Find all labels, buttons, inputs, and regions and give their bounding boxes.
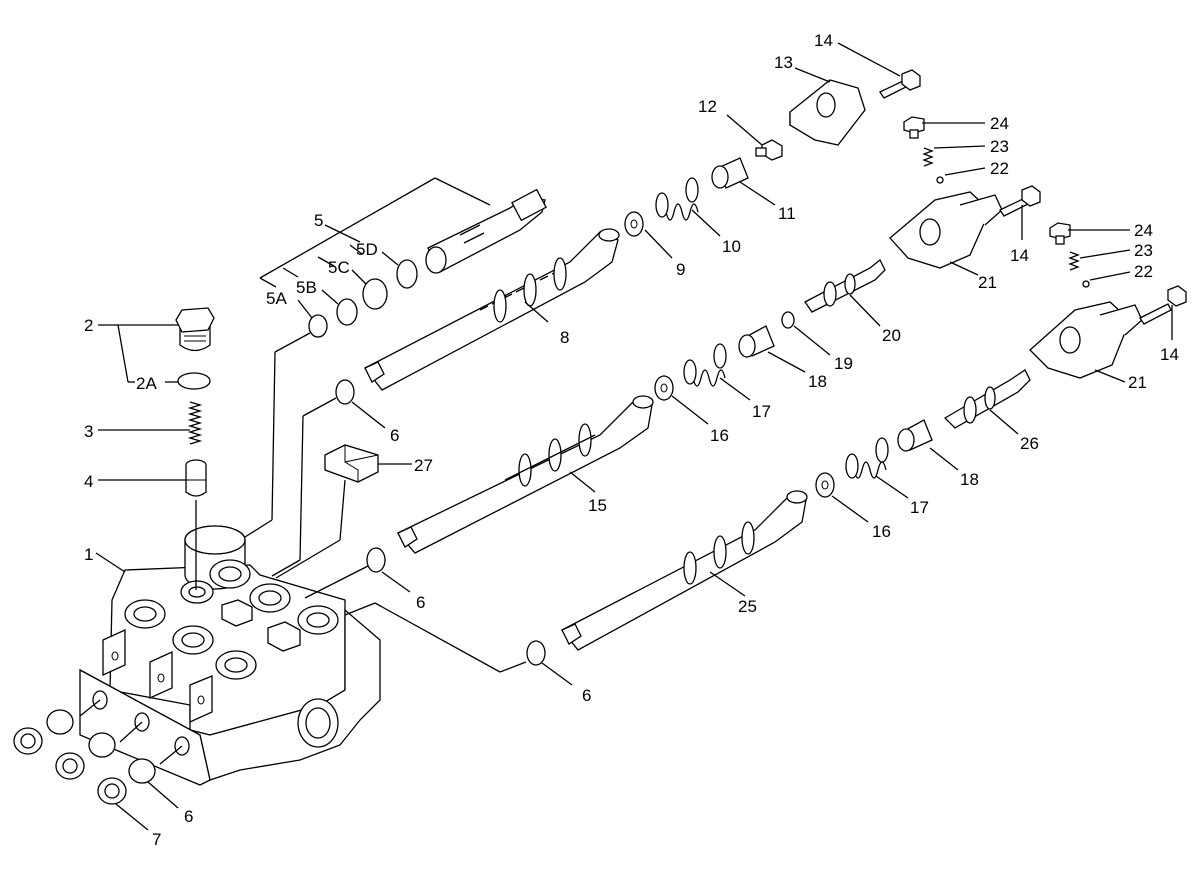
label-19: 19 [834, 354, 853, 373]
label-21: 21 [978, 273, 997, 292]
label-10: 10 [722, 237, 741, 256]
plug-part-2 [175, 307, 215, 352]
washer-part-16 [815, 472, 835, 498]
plunger-part-20 [804, 258, 886, 313]
label-23: 23 [1134, 241, 1153, 260]
label-22: 22 [1134, 262, 1153, 281]
label-5d: 5D [356, 240, 378, 259]
ring-5d [396, 259, 418, 289]
poppet-part-4 [185, 459, 207, 497]
label-24: 24 [1134, 221, 1153, 240]
label-18: 18 [808, 372, 827, 391]
relief-cartridge-part-5 [425, 188, 547, 274]
label-8: 8 [560, 328, 569, 347]
ball-part-22 [936, 176, 944, 184]
seal-rings [13, 709, 156, 805]
label-16: 16 [710, 426, 729, 445]
o-ring-19 [781, 311, 795, 329]
spring-part-23 [1068, 251, 1080, 271]
label-15: 15 [588, 496, 607, 515]
label-6: 6 [416, 593, 425, 612]
bolt-part-24 [1049, 222, 1071, 245]
label-5a: 5A [266, 289, 287, 308]
bolt-part-24 [903, 116, 925, 139]
spring-part-17 [845, 437, 889, 479]
label-20: 20 [882, 326, 901, 345]
label-2: 2 [84, 316, 93, 335]
ring-5b [336, 298, 358, 326]
label-26: 26 [1020, 434, 1039, 453]
label-12: 12 [698, 97, 717, 116]
ring-5c [362, 278, 388, 310]
spring-part-3 [187, 401, 203, 445]
label-5c: 5C [328, 258, 350, 277]
sleeve-part-11 [711, 157, 749, 189]
label-6: 6 [184, 807, 193, 826]
label-17: 17 [752, 402, 771, 421]
label-21: 21 [1128, 373, 1147, 392]
o-ring-6 [366, 547, 386, 573]
label-22: 22 [990, 159, 1009, 178]
label-11: 11 [778, 204, 796, 223]
label-5b: 5B [296, 278, 317, 297]
o-ring-6 [335, 379, 355, 405]
washer-part-9 [624, 211, 644, 237]
label-23: 23 [990, 137, 1009, 156]
label-25: 25 [738, 597, 757, 616]
label-16: 16 [872, 522, 891, 541]
label-2a: 2A [136, 374, 157, 393]
label-9: 9 [676, 260, 685, 279]
label-24: 24 [990, 114, 1009, 133]
bolt-part-14 [879, 69, 921, 99]
label-14: 14 [814, 31, 833, 50]
bolt-part-14 [999, 185, 1041, 217]
label-6: 6 [582, 686, 591, 705]
spool-part-25 [560, 490, 808, 651]
cap-part-21 [889, 191, 1003, 269]
washer-part-16 [654, 375, 674, 401]
label-7: 7 [152, 830, 161, 849]
sleeve-part-18 [738, 325, 775, 358]
label-4: 4 [84, 472, 93, 491]
o-ring-2a [177, 372, 211, 390]
label-3: 3 [84, 422, 93, 441]
leader-lines [79, 42, 1173, 831]
spring-part-17 [683, 343, 727, 387]
spring-part-23 [922, 147, 934, 167]
o-ring-6 [526, 640, 546, 666]
label-13: 13 [774, 53, 793, 72]
label-14: 14 [1010, 246, 1029, 265]
bolt-part-12 [755, 139, 783, 161]
spring-part-10 [655, 177, 699, 221]
ball-part-22 [1082, 280, 1090, 288]
cap-part-21 [1029, 301, 1143, 379]
label-5: 5 [314, 211, 323, 230]
bolt-part-14 [1139, 285, 1187, 325]
label-17: 17 [910, 498, 929, 517]
ring-5a [308, 314, 328, 338]
label-6: 6 [390, 426, 399, 445]
clip-part-27 [324, 444, 379, 483]
label-14: 14 [1160, 345, 1179, 364]
plunger-part-26 [943, 369, 1031, 429]
sleeve-part-18 [897, 419, 933, 452]
port-ring [124, 559, 339, 680]
callout-labels: 1 2 2A 3 4 5 5D 5C 5B 5A 6 27 6 6 6 7 8 … [84, 31, 1179, 849]
label-1: 1 [84, 545, 93, 564]
spool-part-8 [364, 228, 620, 391]
label-18: 18 [960, 470, 979, 489]
cap-part-13 [789, 79, 866, 146]
spool-part-15 [396, 395, 654, 554]
label-27: 27 [414, 456, 433, 475]
valve-body [79, 525, 381, 786]
